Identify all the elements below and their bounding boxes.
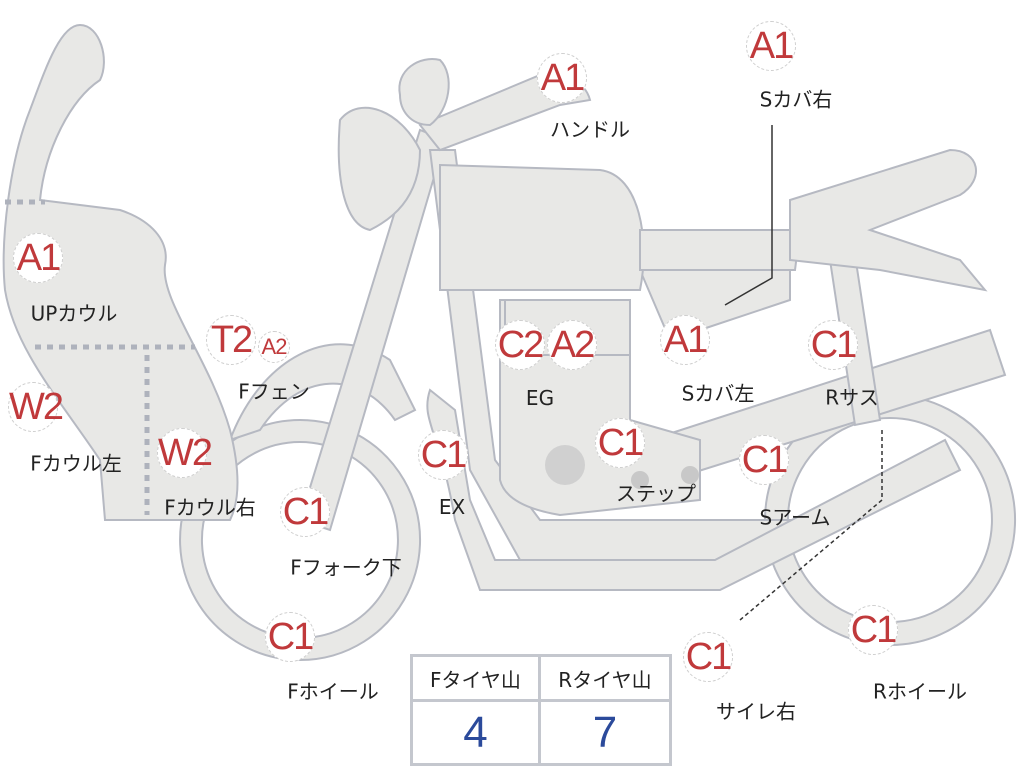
marker-cowl-right-code[interactable]: W2 <box>157 428 213 478</box>
marker-engine-code[interactable]: C2 <box>495 320 545 370</box>
headlight <box>337 106 422 232</box>
marker-side-cover-left-code[interactable]: A1 <box>660 315 710 365</box>
rear-tire-header: Rタイヤ山 <box>537 654 673 702</box>
marker-fork-lower-label: Fフォーク下 <box>290 555 402 580</box>
marker-front-fender-code[interactable]: T2 <box>206 315 256 365</box>
marker-handlebar-label: ハンドル <box>550 117 630 142</box>
marker-cowl-right-label: Fカウル右 <box>164 495 256 520</box>
marker-swing-arm-label: Sアーム <box>759 505 831 530</box>
seat <box>789 148 988 292</box>
marker-cowl-left-code[interactable]: W2 <box>8 382 64 432</box>
front-tire-value: 4 <box>410 699 541 766</box>
tire-tread-table: Fタイヤ山 Rタイヤ山 4 7 <box>410 654 673 766</box>
front-tire-header: Fタイヤ山 <box>410 654 541 702</box>
marker-rear-wheel-label: Rホイール <box>873 679 967 704</box>
marker-side-cover-left-label: Sカバ左 <box>681 381 755 406</box>
mirror <box>398 58 450 127</box>
marker-front-wheel-code[interactable]: C1 <box>265 612 315 662</box>
exhaust <box>426 388 962 591</box>
rear-tire-value: 7 <box>537 699 673 766</box>
marker-exhaust-label: EX <box>438 495 466 519</box>
marker-rear-suspension-label: Rサス <box>825 385 879 410</box>
marker-rear-suspension-code[interactable]: C1 <box>808 320 858 370</box>
fuel-tank <box>439 163 645 291</box>
marker-engine-label: EG <box>525 386 555 410</box>
marker-rear-wheel-code[interactable]: C1 <box>848 605 898 655</box>
marker-exhaust-code[interactable]: C1 <box>418 430 468 480</box>
marker-front-wheel-label: Fホイール <box>287 679 379 704</box>
marker-side-cover-right-label: Sカバ右 <box>759 87 833 112</box>
marker-front-fender-label: Fフェン <box>238 379 310 404</box>
marker-engine-code-2[interactable]: A2 <box>547 320 597 370</box>
fairing <box>2 23 239 521</box>
marker-cowl-left-label: Fカウル左 <box>30 451 122 476</box>
marker-step-label: ステップ <box>616 481 696 506</box>
marker-silencer-right-code[interactable]: C1 <box>683 632 733 682</box>
marker-handlebar-code[interactable]: A1 <box>537 53 587 103</box>
marker-silencer-right-label: サイレ右 <box>716 699 796 724</box>
marker-side-cover-right-code[interactable]: A1 <box>746 21 796 71</box>
marker-fork-lower-code[interactable]: C1 <box>280 487 330 537</box>
marker-upper-cowl-label: UPカウル <box>30 301 118 326</box>
marker-swing-arm-code[interactable]: C1 <box>739 435 789 485</box>
marker-step-code[interactable]: C1 <box>595 418 645 468</box>
marker-upper-cowl-code[interactable]: A1 <box>13 233 63 283</box>
marker-front-fender-code-2[interactable]: A2 <box>258 331 290 363</box>
